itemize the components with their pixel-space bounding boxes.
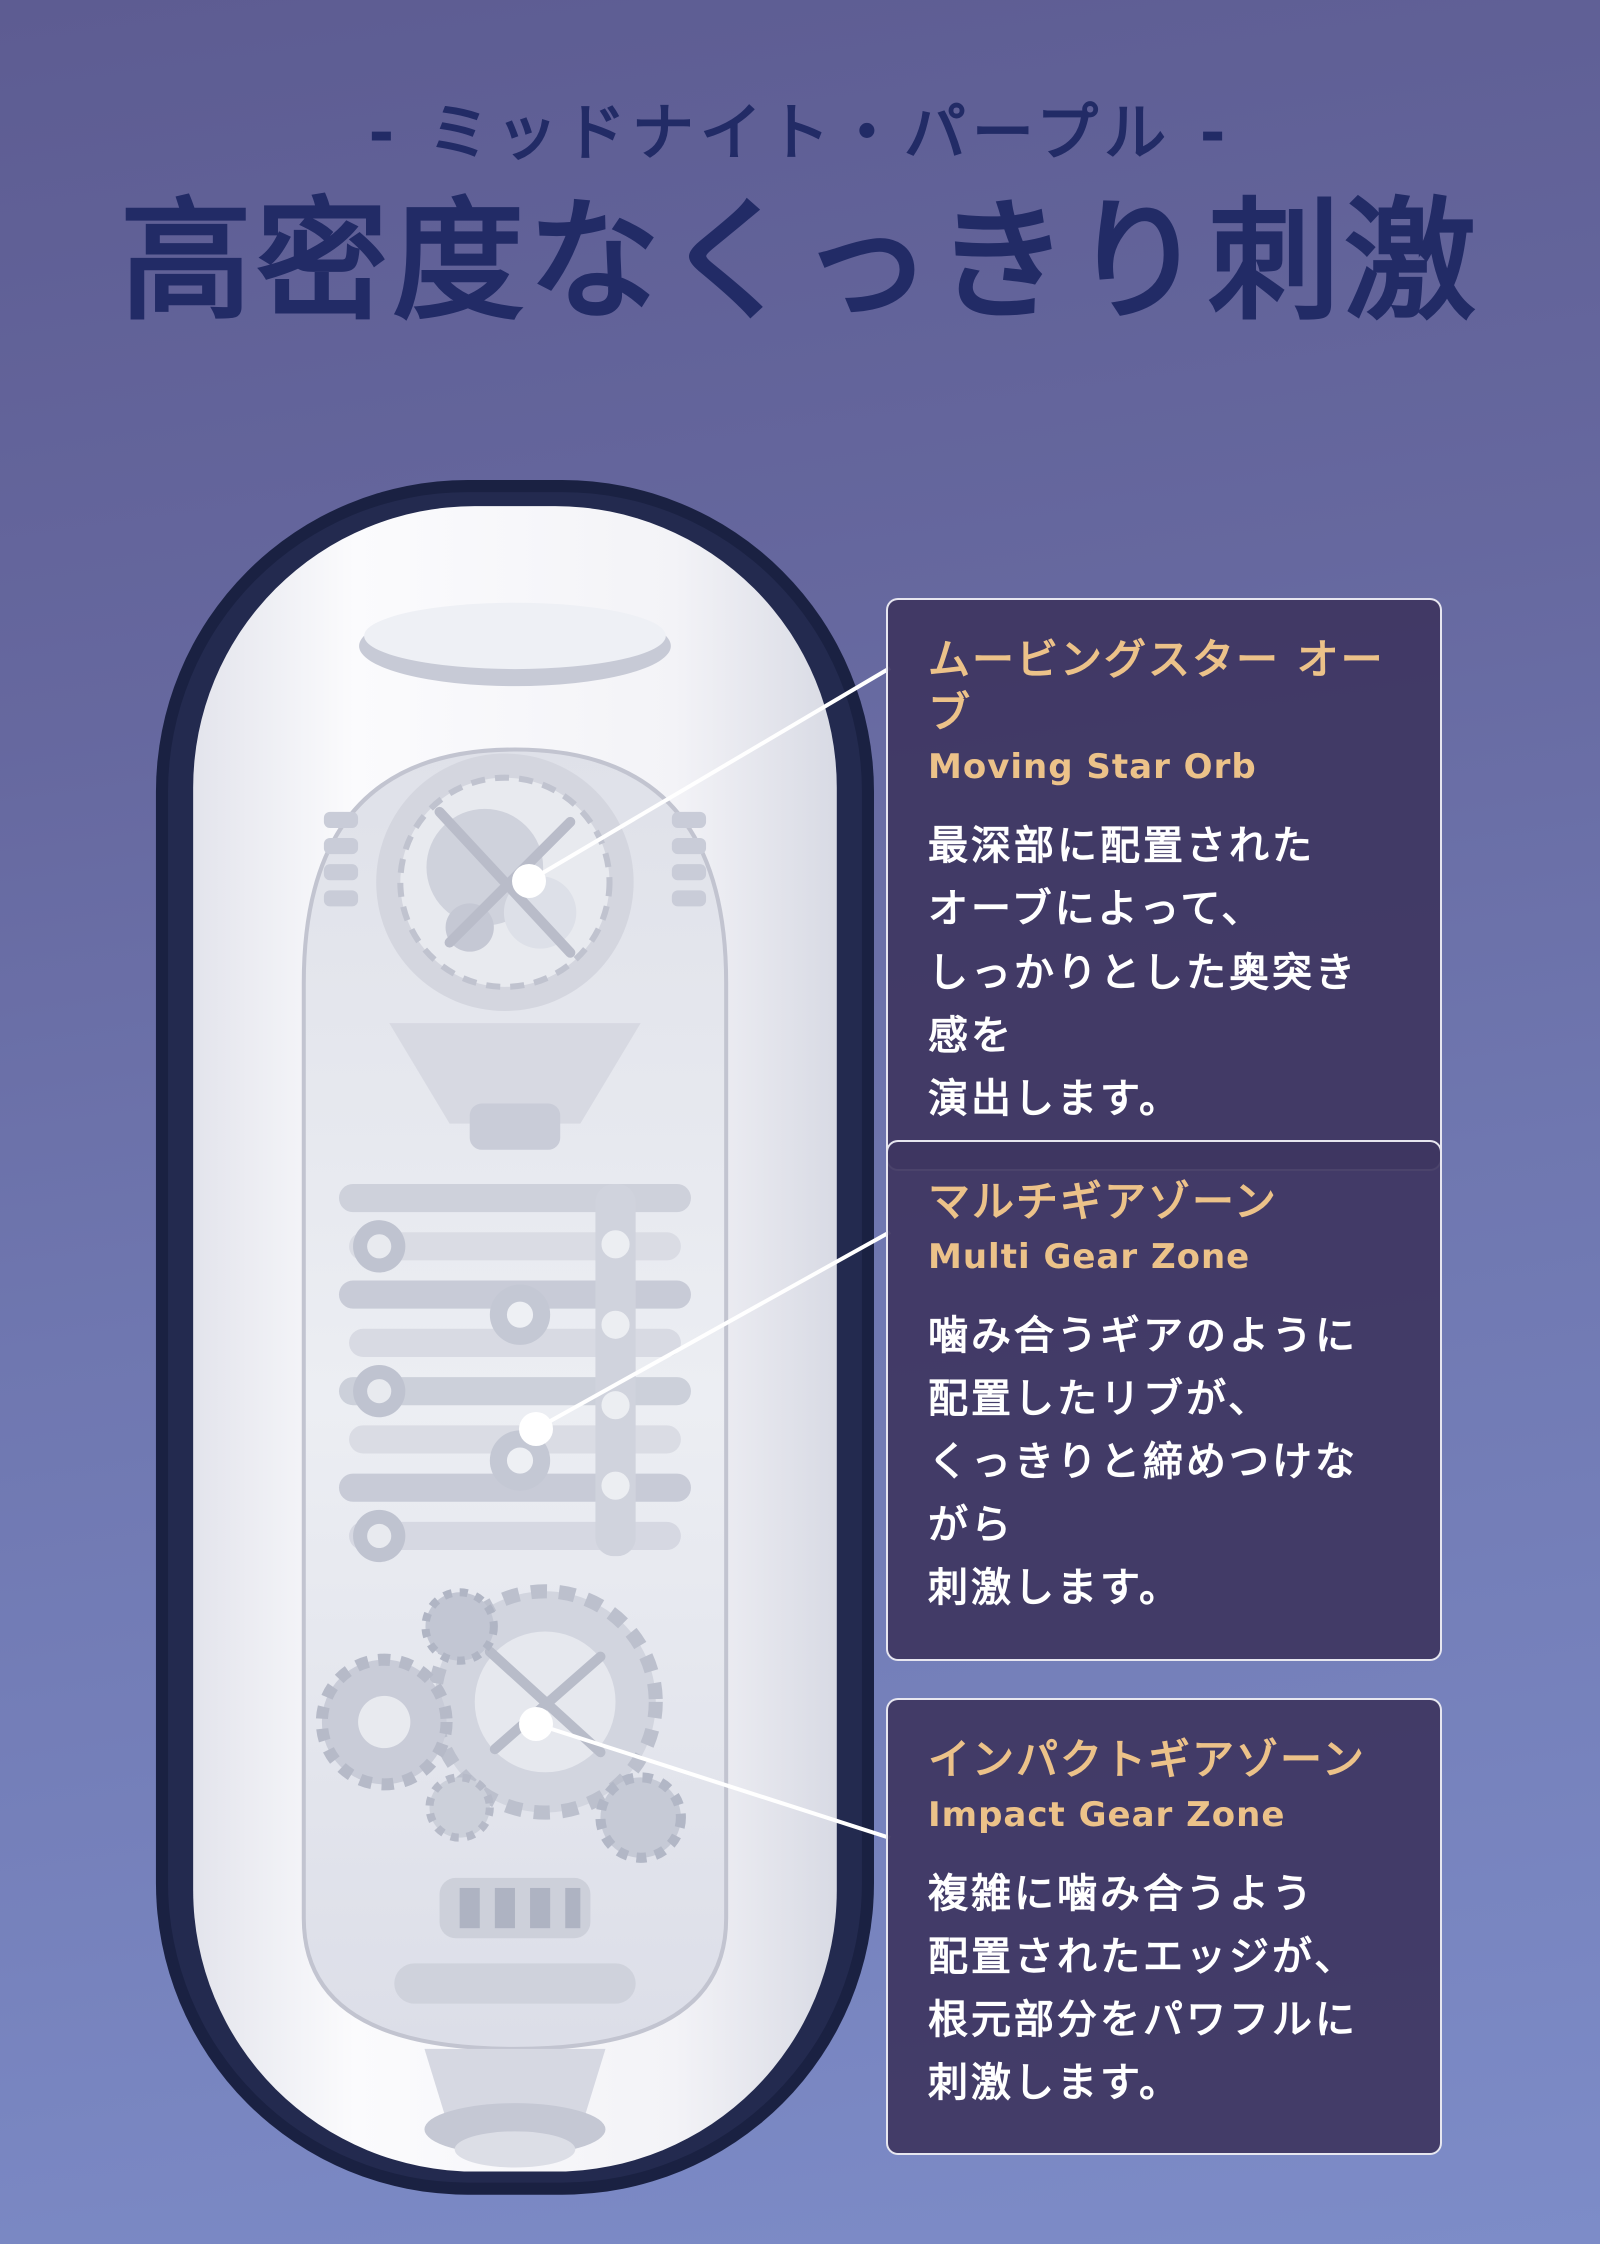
callout-body-line: オーブによって、 — [928, 886, 1265, 933]
product-cutaway-illustration — [130, 480, 910, 2244]
callout-body-line: 最深部に配置された — [928, 823, 1315, 870]
callout-body-line: 演出します。 — [928, 1075, 1182, 1122]
callout-body: 最深部に配置された オーブによって、 しっかりとした奥突き感を 演出します。 — [928, 815, 1400, 1131]
callout-multi-gear-zone: マルチギアゾーン Multi Gear Zone 噛み合うギアのように 配置した… — [886, 1140, 1442, 1661]
multi-gear-zone-graphic — [338, 1183, 691, 1563]
callout-body: 噛み合うギアのように 配置したリブが、 くっきりと締めつけながら 刺激します。 — [928, 1305, 1400, 1621]
callout-body-line: 配置されたエッジが、 — [928, 1933, 1358, 1980]
callout-impact-gear-zone: インパクトギアゾーン Impact Gear Zone 複雑に噛み合うよう 配置… — [886, 1698, 1442, 2156]
callout-body-line: くっきりと締めつけながら — [928, 1439, 1358, 1549]
callout-title-en: Moving Star Orb — [928, 747, 1257, 787]
callout-moving-star-orb: ムービングスター オーブ Moving Star Orb 最深部に配置された オ… — [886, 598, 1442, 1172]
callout-body-line: しっかりとした奥突き感を — [928, 949, 1358, 1059]
subtitle-midnight-purple: - ミッドナイト・パープル - — [368, 96, 1232, 169]
callout-body: 複雑に噛み合うよう 配置されたエッジが、 根元部分をパワフルに 刺激します。 — [928, 1863, 1400, 2116]
product-illustration-svg — [155, 480, 874, 2195]
callout-body-line: 根元部分をパワフルに — [928, 1997, 1358, 2044]
callout-title-jp: マルチギアゾーン — [928, 1177, 1278, 1226]
main-title: 高密度なくっきり刺激 — [120, 185, 1480, 340]
callout-title-jp: インパクトギアゾーン — [928, 1735, 1366, 1784]
callout-body-line: 複雑に噛み合うよう — [928, 1870, 1315, 1917]
bottom-nozzle — [424, 2048, 606, 2115]
heading-block: - ミッドナイト・パープル - 高密度なくっきり刺激 — [0, 96, 1600, 345]
callout-title-en: Multi Gear Zone — [928, 1236, 1251, 1277]
callout-body-line: 噛み合うギアのように — [928, 1312, 1358, 1359]
callout-title-en: Impact Gear Zone — [928, 1794, 1286, 1835]
callout-body-line: 刺激します。 — [928, 2060, 1182, 2107]
callout-body-line: 刺激します。 — [928, 1565, 1182, 1612]
callout-body-line: 配置したリブが、 — [928, 1375, 1272, 1422]
callout-title-jp: ムービングスター オーブ — [928, 635, 1385, 737]
